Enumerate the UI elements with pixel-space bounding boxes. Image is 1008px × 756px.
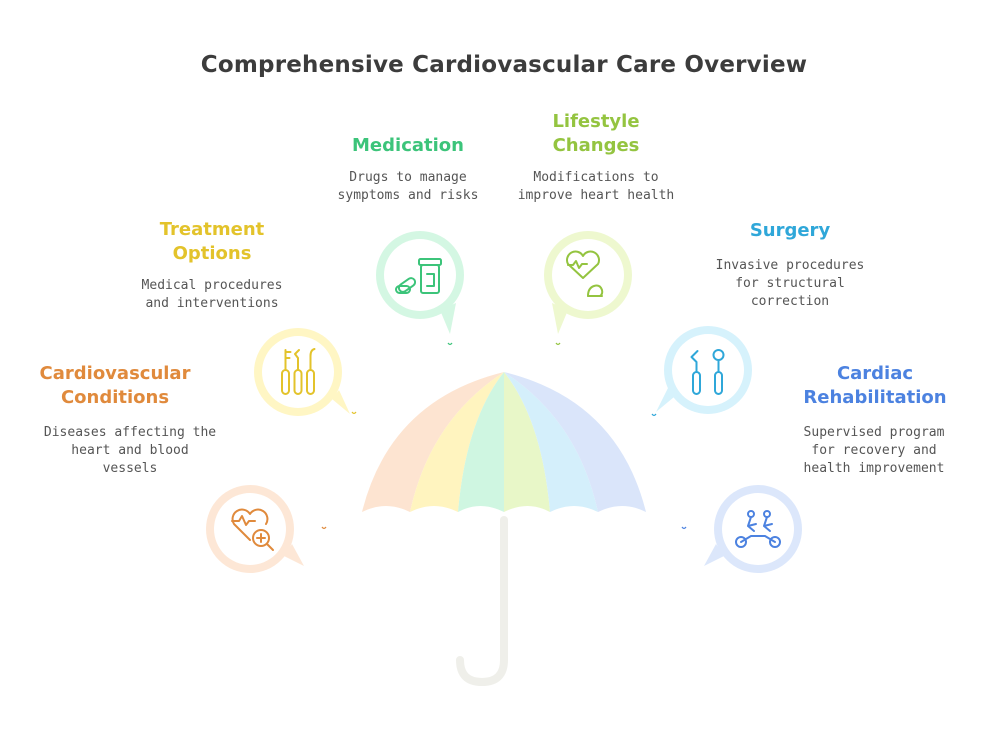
bubble-treatment-options	[254, 328, 350, 416]
page-title: Comprehensive Cardiovascular Care Overvi…	[200, 52, 808, 78]
umbrella-panel-1	[362, 372, 504, 512]
desc-treatment-options: Medical procedures and interventions	[141, 278, 283, 311]
bubble-cardiac-rehabilitation	[704, 485, 802, 573]
pill-bottle-icon	[395, 258, 442, 294]
desc-cardiac-rehabilitation: Supervised program for recovery and heal…	[803, 425, 945, 476]
heading-cardiac-rehabilitation: Cardiac Rehabilitation	[803, 363, 947, 408]
desc-cardiovascular-conditions: Diseases affecting the heart and blood v…	[43, 425, 217, 476]
umbrella-handle	[456, 516, 508, 687]
umbrella-canopy	[362, 372, 646, 512]
heading-cardiovascular-conditions: Cardiovascular Conditions	[39, 363, 191, 408]
surgical-tools-icon	[690, 349, 725, 395]
bubble-surgery	[656, 326, 752, 414]
umbrella-panel-6	[504, 372, 646, 512]
bubble-medication	[376, 231, 464, 334]
umbrella-panel-5	[504, 372, 598, 512]
desc-lifestyle-changes: Modifications to improve heart health	[517, 170, 675, 203]
heart-magnify-icon	[231, 508, 274, 551]
heading-surgery: Surgery	[749, 220, 831, 241]
heading-lifestyle-changes: Lifestyle Changes	[552, 111, 640, 156]
umbrella-panel-4	[504, 372, 550, 512]
heart-muscle-icon	[566, 250, 604, 297]
bubble-lifestyle-changes	[544, 231, 632, 334]
heading-medication: Medication	[352, 135, 464, 156]
desc-medication: Drugs to manage symptoms and risks	[337, 170, 479, 203]
umbrella-panel-2	[410, 372, 504, 512]
desc-surgery: Invasive procedures for structural corre…	[715, 258, 865, 309]
heading-treatment-options: Treatment Options	[159, 219, 265, 264]
tandem-bike-icon	[735, 510, 781, 548]
medical-instruments-icon	[281, 348, 316, 395]
bubble-cardiovascular-conditions	[206, 485, 304, 573]
umbrella-panel-3	[458, 372, 504, 512]
